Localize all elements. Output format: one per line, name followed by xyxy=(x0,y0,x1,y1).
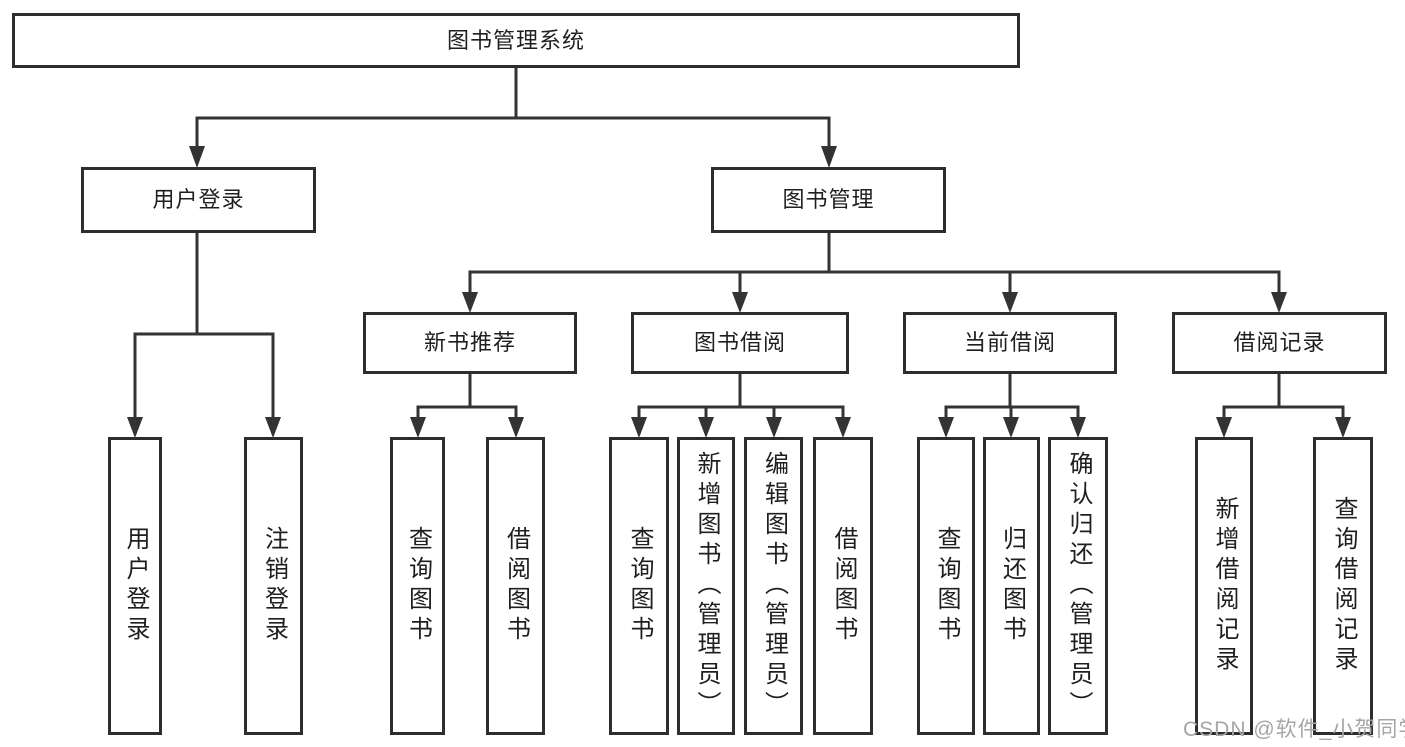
node-label: 注销登录 xyxy=(260,526,288,646)
node-label: 新书推荐 xyxy=(423,330,516,355)
node-label: 借阅记录 xyxy=(1233,330,1326,355)
node-library-management-system: 图书管理系统 xyxy=(12,13,1020,68)
leaf-user-login: 用户登录 xyxy=(108,437,162,735)
node-new-book-recommend: 新书推荐 xyxy=(363,312,577,374)
leaf-logout: 注销登录 xyxy=(244,437,303,735)
leaf-return-books: 归还图书 xyxy=(983,437,1040,735)
node-label: 查询借阅记录 xyxy=(1330,496,1357,676)
node-book-management: 图书管理 xyxy=(711,167,946,233)
node-current-borrowing: 当前借阅 xyxy=(903,312,1117,374)
leaf-borrow-books: 借阅图书 xyxy=(813,437,873,735)
node-label: 图书管理 xyxy=(782,187,875,212)
leaf-query-borrow-record: 查询借阅记录 xyxy=(1313,437,1373,735)
node-label: 新增图书（管理员） xyxy=(693,451,720,721)
leaf-add-books-admin: 新增图书（管理员） xyxy=(677,437,735,735)
node-label: 归还图书 xyxy=(998,526,1026,646)
leaf-add-borrow-record: 新增借阅记录 xyxy=(1195,437,1253,735)
node-label: 图书借阅 xyxy=(693,330,786,355)
leaf-query-books-recommend: 查询图书 xyxy=(390,437,445,735)
node-label: 查询图书 xyxy=(933,526,960,646)
node-label: 确认归还（管理员） xyxy=(1065,451,1092,721)
node-label: 编辑图书（管理员） xyxy=(760,451,788,721)
leaf-query-books-borrowing: 查询图书 xyxy=(609,437,669,735)
csdn-watermark: CSDN @软件_小贺同学 xyxy=(1183,718,1405,741)
node-label: 当前借阅 xyxy=(963,330,1056,355)
node-book-borrowing: 图书借阅 xyxy=(631,312,849,374)
node-label: 借阅图书 xyxy=(830,526,857,646)
node-label: 借阅图书 xyxy=(502,526,530,646)
node-user-login: 用户登录 xyxy=(81,167,316,233)
leaf-query-books-current: 查询图书 xyxy=(917,437,975,735)
node-label: 用户登录 xyxy=(152,187,245,212)
node-label: 查询图书 xyxy=(404,526,432,646)
node-label: 图书管理系统 xyxy=(446,27,585,53)
leaf-edit-books-admin: 编辑图书（管理员） xyxy=(744,437,803,735)
node-label: 用户登录 xyxy=(122,526,149,646)
node-label: 新增借阅记录 xyxy=(1211,496,1238,676)
node-borrowing-records: 借阅记录 xyxy=(1172,312,1387,374)
leaf-borrow-books-recommend: 借阅图书 xyxy=(486,437,545,735)
node-label: 查询图书 xyxy=(626,526,653,646)
leaf-confirm-return-admin: 确认归还（管理员） xyxy=(1048,437,1108,735)
